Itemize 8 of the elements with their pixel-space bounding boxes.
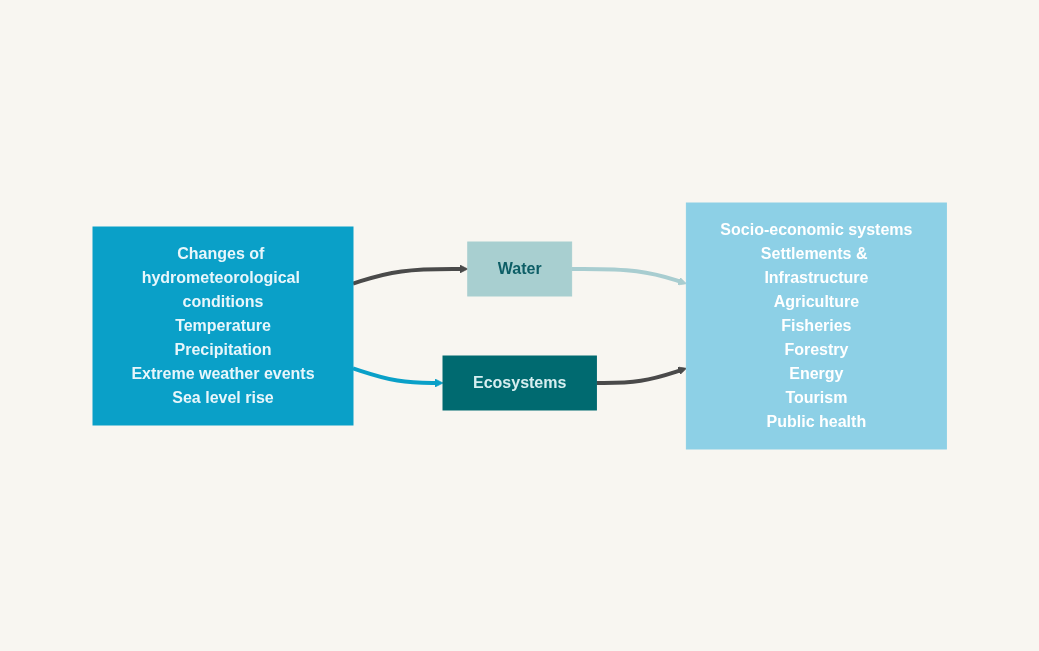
arrow xyxy=(571,266,687,285)
node-box: Socio-economic systems Settlements & Infrastructure Agriculture Fisheries Forestry Energy Tourism Public health xyxy=(685,202,947,449)
arrow xyxy=(596,366,687,385)
arrow xyxy=(352,264,468,286)
node-box: Water xyxy=(467,241,572,296)
node-box: Ecosystems xyxy=(442,355,597,410)
arrow xyxy=(352,365,444,387)
node-box: Changes of hydrometeorological conditions Temperature Precipitation Extreme weather events Sea level rise xyxy=(92,226,354,425)
